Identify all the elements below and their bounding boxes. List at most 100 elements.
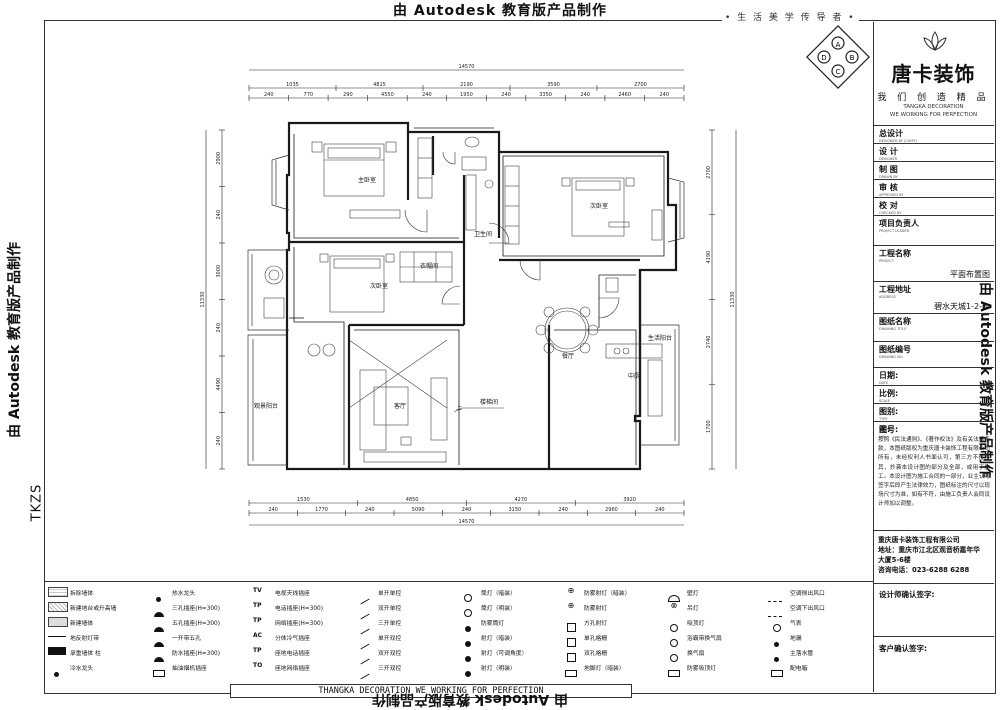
legend-symbol-icon [356,617,374,635]
title-block-row-en: PROJECT [879,259,895,263]
room-label-balcony-utility: 生活阳台 [648,334,672,342]
legend-label: 抽油烟机插座 [172,666,207,672]
legend-label: 座地电话插座 [275,651,310,657]
left-bedroom-furniture [263,251,453,319]
legend-label: 电话插座(H=300) [275,606,323,612]
legend-label: 吸顶灯 [687,621,705,627]
legend-label: 电视天线插座 [275,591,310,597]
title-block-row-label: 图号: [879,425,899,434]
legend-symbol-icon [150,602,168,617]
title-block-row-label: 图别: [879,407,899,416]
legend-symbol-icon: ⊗ [670,601,678,610]
company-info: 重庆唐卡装饰工程有限公司 地址：重庆市江北区观音桥嘉年华 大厦5-6楼 咨询电话… [878,535,992,575]
title-block-row-label: 总设计 [879,129,903,138]
legend-label: 空调下出风口 [790,606,825,612]
dimension-label: 240 [264,92,274,98]
dimension-label: 1035 [286,82,299,88]
title-block-row-en: DRAWING NO. [879,355,904,359]
dimension-label: 4270 [515,497,528,503]
walls [285,121,678,471]
legend-label: 防雾筒灯 [481,621,505,627]
dimension-label: 1530 [297,497,310,503]
title-block-row-label: 制 图 [879,165,898,174]
legend-symbol-icon [356,587,374,605]
dimension-label: 3350 [539,92,552,98]
dimension-label: 4490 [216,378,222,391]
master-bedroom-furniture [311,137,433,219]
title-block-row-label: 工程地址 [879,285,911,294]
dimension-label: 2960 [605,507,618,513]
title-block-row-en: CHECKED BY [879,211,902,215]
legend-label: 双开单控 [378,606,402,612]
legend-symbol-icon [768,647,786,662]
legend-symbol-icon [768,662,786,677]
legend-symbol-icon [665,632,683,647]
legend-label: 防水插座(H=300) [172,651,220,657]
legend-symbol-icon: AC [253,632,263,639]
legend-symbol-icon [459,602,477,617]
legend-symbol-icon [665,587,683,602]
legend-symbol-icon: ⊕ [567,601,575,610]
dimension-label: 2190 [460,82,473,88]
dimension-label: 2900 [216,152,222,165]
bottom-slogan-bar: THANGKA DECORATION WE WORKING FOR PERFEC… [230,684,632,698]
legend-label: 分体冷气插座 [275,636,310,642]
legend-symbol-icon [459,632,477,647]
title-block-row-en: DRAWN BY [879,175,898,179]
legend-symbol-icon [356,662,374,680]
legend-label: 吊灯 [687,606,699,612]
title-block-row-label: 图纸名称 [879,317,911,326]
brand-logo: A B C D [806,25,870,89]
legend-label: 射灯（可调角度） [481,651,528,657]
note-title: 注: [879,425,891,434]
dimension-label: 2740 [706,336,712,349]
inner-walls [289,127,665,465]
dimension-label: 240 [268,507,278,513]
dimension-label: 240 [655,507,665,513]
dimension-label: 4850 [406,497,419,503]
brand-english-line1: TANGKA DECORATION [903,104,964,110]
legend-label: 三开双控 [378,666,402,672]
legend-symbol-icon [48,662,66,677]
dimension-label: 11330 [730,292,736,308]
legend-label: 壁灯 [687,591,699,597]
title-block-row: 图号:NO. [873,421,994,440]
title-block-row-label: 比例: [879,389,899,398]
dimension-label: 240 [659,92,669,98]
title-block-row-en: ADDRESS [879,295,896,299]
dimension-label: 3150 [508,507,521,513]
logo-letter-a: A [836,41,841,49]
legend-label: 防雾射灯（暗装） [584,591,631,597]
legend-symbol-icon [562,617,580,632]
legend-symbol-icon: TO [253,662,263,669]
legend-label: 五孔插座(H=300) [172,621,220,627]
title-block-row-en: DESIGNED BY (CHIEF) [879,139,918,143]
title-block-row: 图别:TYPE [873,403,994,422]
legend-label: 单开双控 [378,636,402,642]
legend-symbol-icon [665,647,683,662]
legend-label: 三开单控 [378,621,402,627]
title-block-row-en: SCALE [879,399,891,403]
dimension-label: 3590 [547,82,560,88]
legend-label: 地脚灯（暗装） [584,666,625,672]
dimension-label: 240 [462,507,472,513]
room-label-balcony-view: 观景阳台 [254,402,278,410]
legend-label: 承重墙体 柱 [70,651,101,657]
legend-label: 气表 [790,621,802,627]
title-block-row-label: 审 核 [879,183,898,192]
company-phone: 咨询电话：023-6288 6288 [878,566,970,574]
dimension-label: 240 [216,436,222,446]
legend-symbol-icon [356,602,374,620]
title-block-row-label: 项目负责人 [879,219,919,228]
logo-letter-b: B [850,54,855,62]
legend-symbol-icon [459,647,477,662]
room-labels: 主卧室 卫生间 次卧室 次卧室 衣帽间 餐厅 客厅 观景阳台 生活阳台 中厨 楼… [254,176,672,412]
legend-label: 三孔插座(H=300) [172,606,220,612]
dimension-label: 240 [422,92,432,98]
watermark-left: 由 Autodesk 教育版产品制作 [7,241,23,439]
